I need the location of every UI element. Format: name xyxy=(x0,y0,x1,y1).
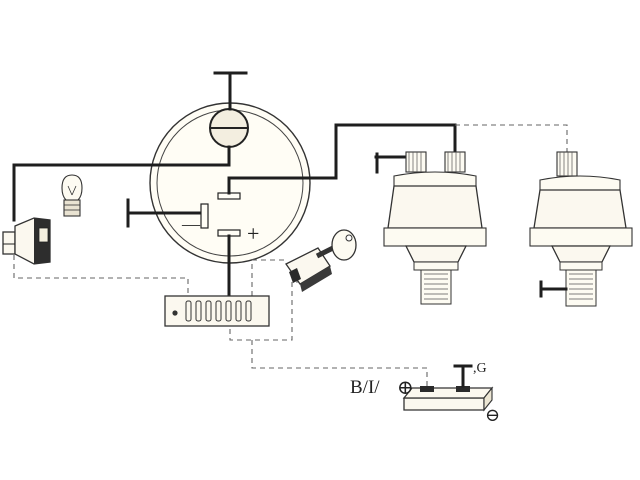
plus-terminal-label: + xyxy=(247,221,259,246)
battery-positive-post xyxy=(420,386,434,392)
battery: ,G B/I/ ⊕ ⊖ xyxy=(350,361,500,425)
ignition-key-switch xyxy=(285,229,357,292)
battery-label: B/I/ xyxy=(350,377,380,398)
battery-minus-symbol: ⊖ xyxy=(485,405,500,425)
gauge: — + xyxy=(126,71,311,264)
terminal-slots xyxy=(185,300,252,322)
battery-negative-post xyxy=(456,386,470,392)
gauge-negative-terminal xyxy=(200,203,209,229)
minus-terminal-label: — xyxy=(181,214,201,234)
pressure-sender-1 xyxy=(374,151,487,305)
gauge-illumination-lamp-icon xyxy=(209,108,249,148)
ground-label: ,G xyxy=(473,361,487,376)
lamp-bulb-icon xyxy=(61,174,83,217)
terminal-block xyxy=(164,295,270,327)
rocker-switch xyxy=(2,217,51,265)
pressure-sender-2 xyxy=(529,151,633,307)
ignition-key-icon xyxy=(315,229,357,261)
battery-plus-symbol: ⊕ xyxy=(397,377,414,399)
